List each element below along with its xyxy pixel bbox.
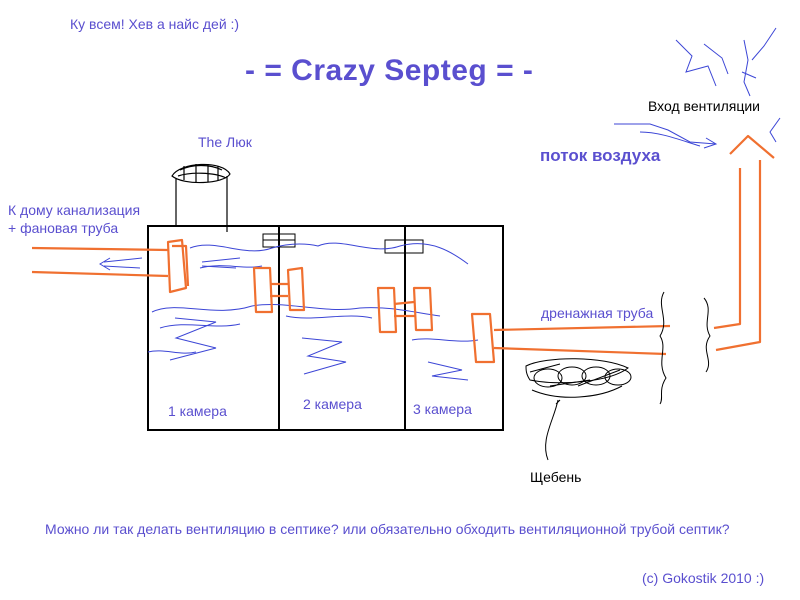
vent-pipe <box>713 160 762 352</box>
tank-top-boxes <box>262 233 424 254</box>
page-title: - = Crazy Septeg = - <box>245 54 534 87</box>
ventilation-inlet-label: Вход вентиляции <box>648 98 760 114</box>
gravel <box>525 358 632 461</box>
chamber-2-label: 2 камера <box>303 396 362 412</box>
ground-edge <box>659 291 711 405</box>
copyright-text: (c) Gokostik 2010 :) <box>642 570 765 586</box>
water-level-lines <box>99 242 479 381</box>
chamber-3-label: 3 камера <box>413 401 472 417</box>
tank-outline <box>147 225 504 431</box>
septic-tank <box>147 225 504 431</box>
tee-outlet <box>470 312 496 364</box>
tee-chamber-2 <box>286 266 306 312</box>
tee-chamber-3 <box>376 286 398 334</box>
tee-chamber-4 <box>412 286 434 332</box>
hatch <box>171 163 231 232</box>
pipes <box>31 134 775 364</box>
air-flow <box>614 27 781 149</box>
inlet-label-line1: К дому канализация <box>8 202 141 218</box>
greeting-text: Ку всем! Хев а найс дей :) <box>70 16 240 32</box>
drain-pipe-label: дренажная труба <box>541 305 654 321</box>
airflow-label: поток воздуха <box>540 146 661 165</box>
inlet-tee <box>166 238 188 294</box>
inlet-label-line2: + фановая труба <box>8 220 119 236</box>
question-text: Можно ли так делать вентиляцию в септике… <box>45 521 730 537</box>
vent-cap <box>729 134 775 159</box>
tee-chamber-1 <box>252 266 274 314</box>
drain-pipe <box>493 324 671 356</box>
chamber-1-label: 1 камера <box>168 403 227 419</box>
hatch-label: The Люк <box>198 134 252 150</box>
gravel-label: Щебень <box>530 469 582 485</box>
inlet-pipe <box>31 246 169 278</box>
gravel-pointer <box>545 399 561 461</box>
